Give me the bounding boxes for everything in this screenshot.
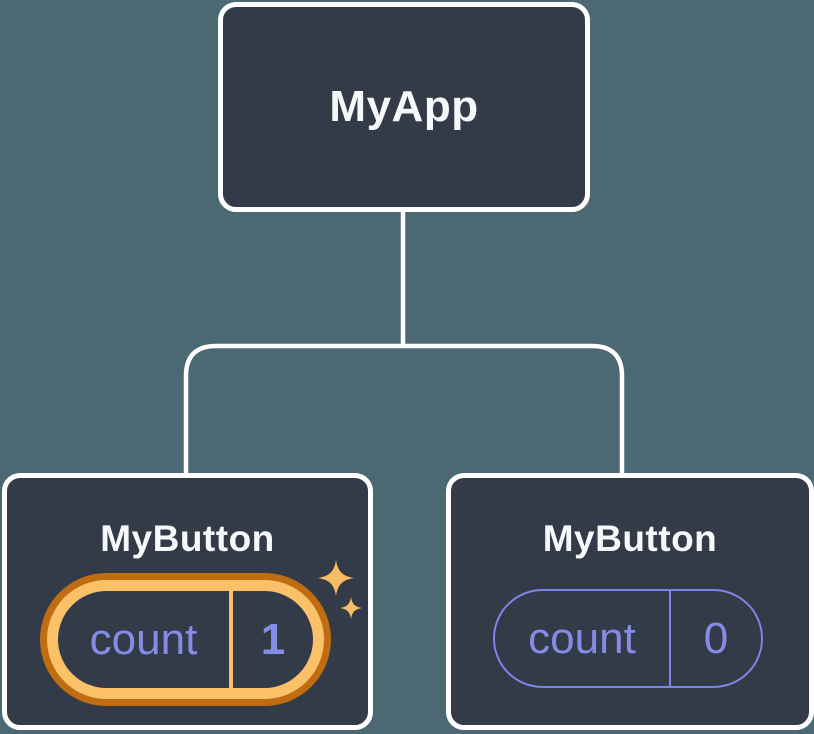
node-label: MyApp [329,82,479,131]
state-pill: count 1 [58,591,313,688]
state-value: 1 [260,614,286,664]
component-node-child-left: MyButton count 1 [2,473,373,730]
highlight-ring: count 1 [47,580,324,699]
state-key-label: count [528,613,636,663]
sparkle-icon [318,560,354,596]
state-pill-highlighted: count 1 [40,573,331,706]
pill-divider [229,591,233,688]
node-label: MyButton [542,518,718,559]
state-value: 0 [703,613,729,663]
component-node-child-right: MyButton count 0 [446,473,814,730]
connector-branch [183,343,625,480]
node-label: MyButton [100,518,275,559]
state-key-label: count [89,614,198,664]
sparkle-icon [340,597,362,619]
pill-divider [669,591,671,686]
state-pill: count 0 [493,589,763,688]
component-node-root: MyApp [218,2,590,212]
